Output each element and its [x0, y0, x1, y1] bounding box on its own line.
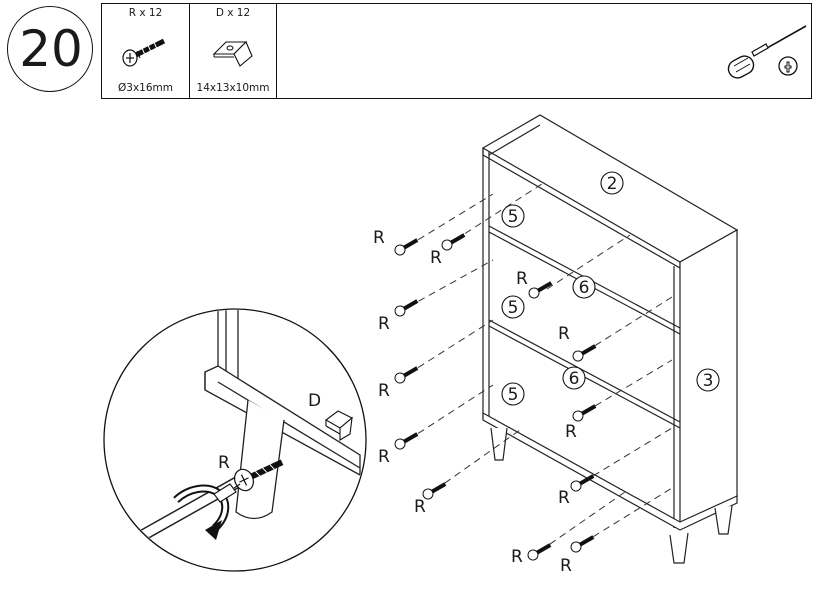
screw-label: R: [516, 269, 528, 289]
part-d-quantity: D x 12: [215, 7, 251, 19]
bracket-d-detail: [325, 410, 353, 441]
screw-guide-lines: [407, 181, 673, 552]
svg-text:5: 5: [508, 207, 519, 227]
bracket-icon: [212, 41, 253, 67]
bracket-label: D: [308, 391, 321, 411]
part-callouts: 2 3 5 5 5 6 6: [501, 171, 720, 406]
parts-list: R x 12 Ø3x16mm D x 12 14x13x10mm: [101, 3, 812, 99]
callout-divider-6: 6: [572, 275, 596, 299]
callout-shelf-5: 5: [501, 204, 525, 228]
step-number-badge: 20: [7, 6, 93, 92]
svg-text:2: 2: [607, 174, 618, 194]
part-r-cell: R x 12 Ø3x16mm: [102, 4, 190, 98]
screw-label: R: [558, 488, 570, 508]
svg-text:3: 3: [703, 371, 714, 391]
step-number: 20: [19, 20, 83, 78]
svg-text:6: 6: [579, 278, 590, 298]
callout-shelf-5: 5: [501, 382, 525, 406]
screwdriver-tip: [213, 483, 241, 503]
part-r-size: Ø3x16mm: [118, 82, 173, 94]
screw-label: R: [378, 381, 390, 401]
part-d-cell: D x 12 14x13x10mm: [190, 4, 277, 98]
screw-label: R: [430, 248, 442, 268]
screw-labels: R R R R R R R R R R R R: [373, 228, 577, 576]
screw-label: R: [373, 228, 385, 248]
svg-text:5: 5: [508, 298, 519, 318]
part-r-quantity: R x 12: [128, 7, 163, 19]
screw-label: R: [378, 447, 390, 467]
callout-divider-6: 6: [562, 366, 586, 390]
detail-screw: [234, 459, 284, 492]
screw-label: R: [511, 547, 523, 567]
part-d-size: 14x13x10mm: [196, 82, 270, 94]
phillips-screwdriver-icon: [727, 25, 807, 79]
callout-panel-2: 2: [600, 171, 624, 195]
screw-label: R: [560, 556, 572, 576]
screw-label: R: [218, 453, 230, 473]
callout-shelf-5: 5: [501, 295, 525, 319]
detail-zoom-view: D R: [103, 308, 367, 572]
svg-text:5: 5: [508, 385, 519, 405]
screw-label: R: [414, 497, 426, 517]
svg-text:6: 6: [569, 369, 580, 389]
screw-label: R: [565, 422, 577, 442]
screw-markers: [394, 233, 597, 561]
screw-icon: [122, 38, 166, 67]
callout-panel-3: 3: [696, 368, 720, 392]
screw-label: R: [558, 324, 570, 344]
screw-label: R: [378, 314, 390, 334]
